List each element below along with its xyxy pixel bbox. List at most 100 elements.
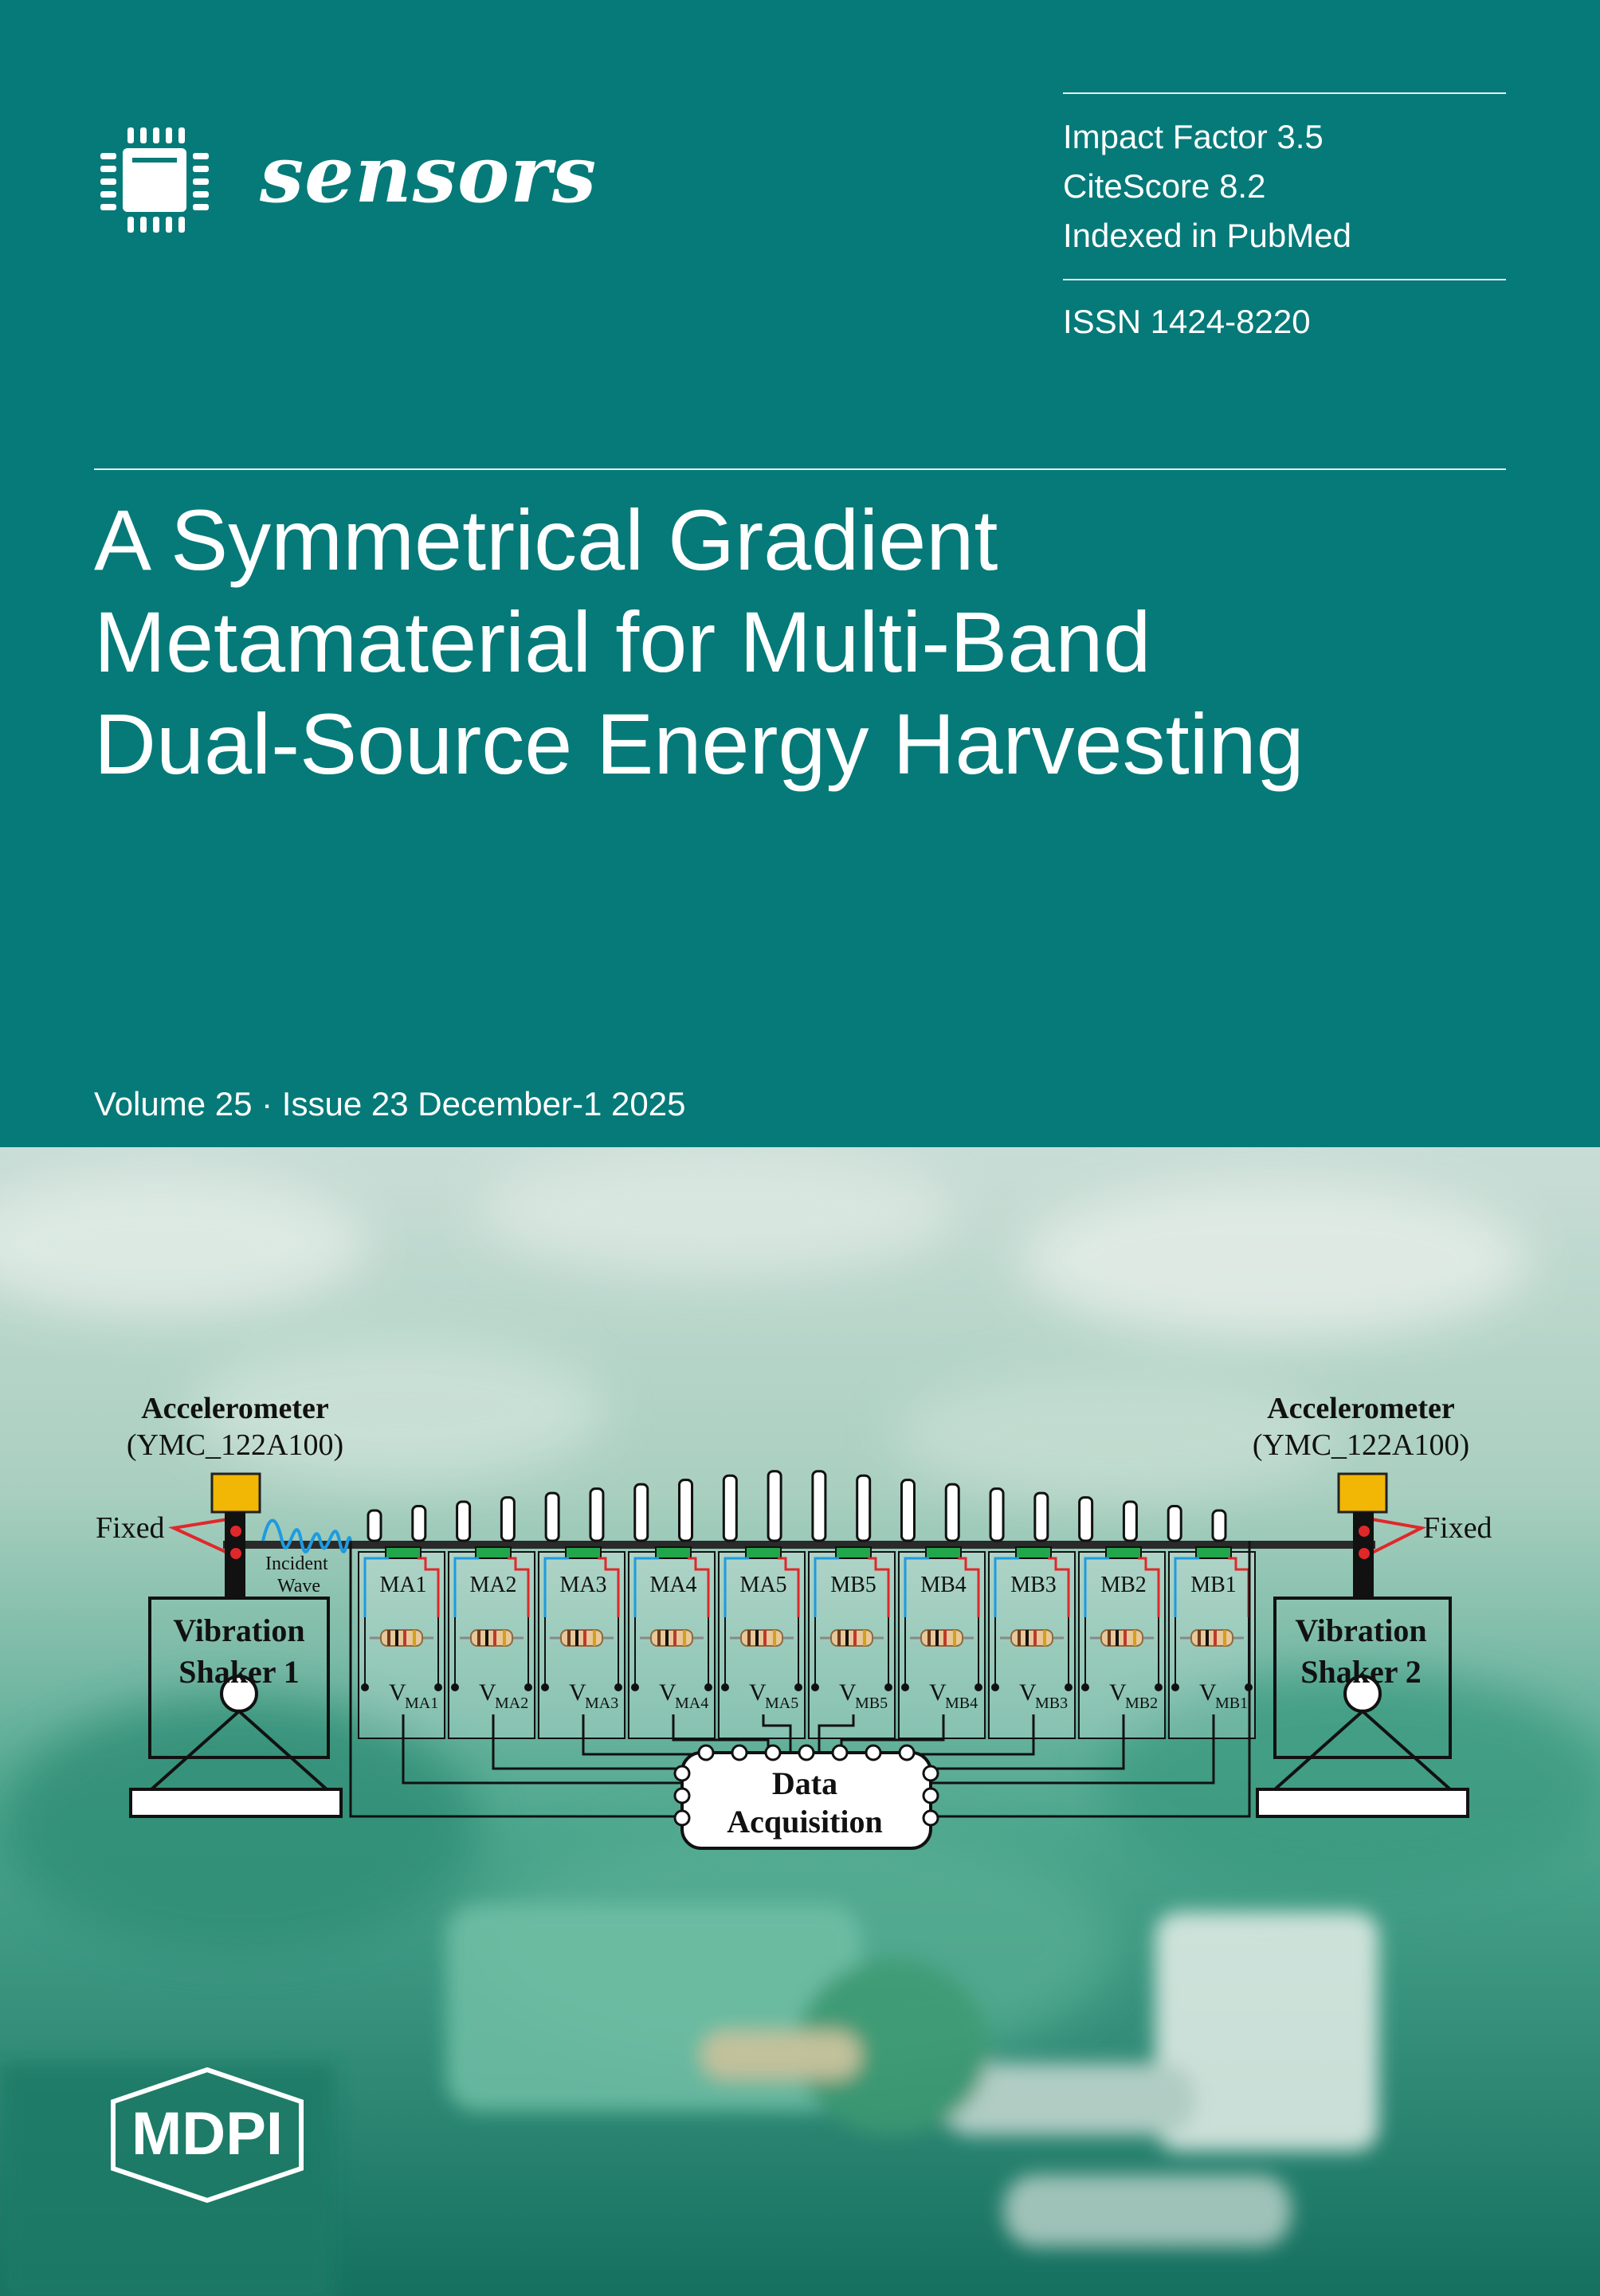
shaker-label: Vibration: [1295, 1612, 1426, 1648]
voltage-subscript: MA1: [405, 1695, 438, 1712]
module-label: MB4: [920, 1573, 967, 1597]
resonator-pillar: [1211, 1509, 1227, 1542]
beam: [223, 1541, 1375, 1549]
resonator-pillar: [722, 1474, 738, 1542]
voltage-subscript: MA3: [585, 1695, 618, 1712]
mdpi-logo: MDPI: [111, 2067, 304, 2204]
resonator-pillar: [1033, 1491, 1049, 1542]
chip-icon: [100, 127, 209, 233]
voltage-label: V: [659, 1679, 676, 1706]
voltage-label: V: [839, 1679, 857, 1706]
resonator-pillars: [367, 1470, 1227, 1542]
resistor-icon: [640, 1629, 704, 1647]
divider: [1063, 279, 1506, 280]
resistor-icon: [730, 1629, 794, 1647]
piezo-patch: [835, 1546, 872, 1559]
resonator-pillar: [500, 1496, 516, 1542]
resonator-pillar: [767, 1470, 782, 1542]
accelerometer: [1337, 1472, 1388, 1514]
resistor-icon: [460, 1629, 524, 1647]
voltage-subscript: MB4: [945, 1695, 978, 1712]
data-acquisition-label: Data: [772, 1765, 837, 1801]
piezo-patch: [745, 1546, 782, 1559]
module-label: MB5: [830, 1573, 876, 1597]
resistor-icon: [550, 1629, 614, 1647]
voltage-subscript: MB2: [1125, 1695, 1158, 1712]
module-label: MA2: [469, 1573, 516, 1597]
wiring: [234, 1541, 1366, 1818]
fixed-mount: [168, 1516, 234, 1558]
resonator-pillar: [856, 1474, 872, 1542]
incident-wave-label: Wave: [277, 1576, 320, 1597]
resonator-pillar: [900, 1479, 916, 1542]
resonator-pillar: [589, 1487, 605, 1542]
resonator-pillar: [944, 1483, 960, 1542]
daq-port: [865, 1744, 882, 1761]
resonator-pillar: [811, 1470, 827, 1542]
data-acquisition-ports: [673, 1744, 939, 1827]
resonator-pillar: [989, 1487, 1005, 1542]
fixed-label: Fixed: [1423, 1511, 1492, 1545]
accelerometer-model: (YMC_122A100): [127, 1428, 343, 1462]
issue-label: Volume 25 · Issue 23 December-1 2025: [94, 1085, 686, 1123]
resonator-pillar: [1167, 1505, 1182, 1542]
daq-port: [764, 1744, 782, 1761]
title-line: Dual-Source Energy Harvesting: [94, 695, 1304, 792]
resonator-pillar: [633, 1483, 649, 1542]
voltage-label: V: [1199, 1679, 1217, 1706]
circuit-board-photo: [0, 1147, 1600, 2296]
cover-header: sensors Impact Factor 3.5 CiteScore 8.2 …: [0, 0, 1600, 1147]
piezo-patch: [655, 1546, 692, 1559]
daq-port: [922, 1809, 939, 1827]
voltage-label: V: [569, 1679, 586, 1706]
resonator-pillar: [1122, 1500, 1138, 1542]
resonator-pillar: [456, 1500, 472, 1542]
voltage-label: V: [929, 1679, 947, 1706]
module-label: MA3: [559, 1573, 606, 1597]
piezo-patch: [475, 1546, 512, 1559]
voltage-label: V: [479, 1679, 496, 1706]
piezo-patch: [1195, 1546, 1232, 1559]
data-acquisition-label: Acquisition: [727, 1804, 883, 1840]
voltage-subscript: MA2: [495, 1695, 528, 1712]
title-line: A Symmetrical Gradient: [94, 492, 998, 588]
voltage-label: V: [1019, 1679, 1037, 1706]
module-label: MA4: [649, 1573, 696, 1597]
resonator-pillar: [1078, 1496, 1094, 1542]
journal-name: sensors: [260, 129, 598, 221]
divider: [94, 468, 1506, 470]
voltage-label: V: [1109, 1679, 1127, 1706]
piezo-patch: [925, 1546, 962, 1559]
piezo-patch: [385, 1546, 422, 1559]
daq-port: [673, 1765, 691, 1782]
fixed-label: Fixed: [96, 1511, 165, 1545]
accelerometer: [210, 1472, 261, 1514]
daq-port: [731, 1744, 748, 1761]
vibration-shaker-1: [129, 1597, 343, 1818]
voltage-label: V: [749, 1679, 767, 1706]
resonator-pillar: [367, 1509, 382, 1542]
accelerometer-label: Accelerometer: [1267, 1392, 1455, 1425]
daq-port: [898, 1744, 916, 1761]
daq-port: [673, 1787, 691, 1804]
resistor-icon: [370, 1629, 433, 1647]
article-title: A Symmetrical Gradient Metamaterial for …: [94, 489, 1528, 795]
title-line: Metamaterial for Multi-Band: [94, 594, 1151, 690]
voltage-subscript: MB3: [1035, 1695, 1068, 1712]
module-label: MB3: [1010, 1573, 1057, 1597]
resonator-pillar: [411, 1505, 427, 1542]
piezo-patch: [1015, 1546, 1052, 1559]
shaker-label: Shaker 2: [1300, 1654, 1422, 1690]
resistor-icon: [1180, 1629, 1244, 1647]
experiment-setup-diagram: Accelerometer (YMC_122A100) Acceleromete…: [96, 1392, 1492, 1850]
module-label: MB2: [1100, 1573, 1147, 1597]
daq-port: [922, 1765, 939, 1782]
